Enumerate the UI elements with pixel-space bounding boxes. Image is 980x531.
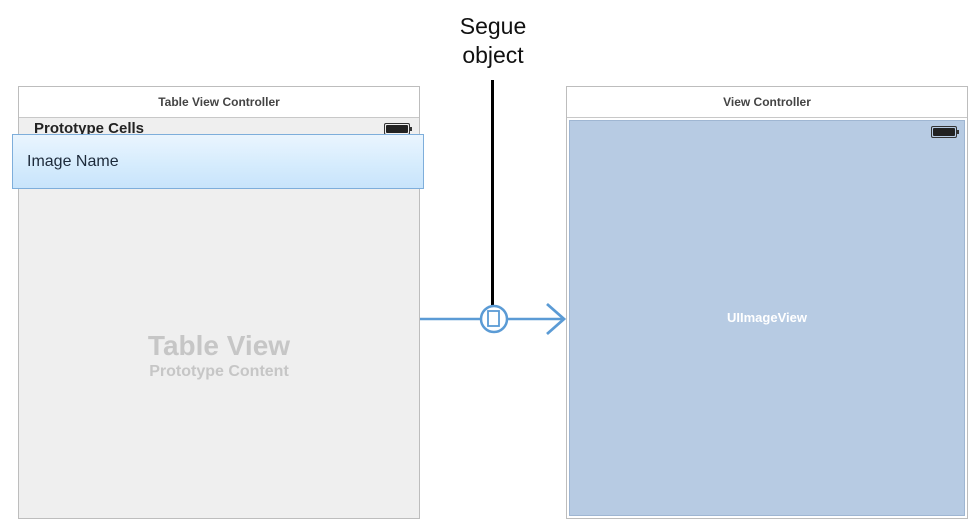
scene-title-view-controller[interactable]: View Controller [567, 87, 967, 118]
callout-line-1: Segue [459, 13, 527, 39]
callout-line-2: object [462, 42, 524, 68]
segue-callout: Segue object [433, 12, 553, 70]
placeholder-title: Table View [147, 330, 291, 361]
arrow-head-icon [546, 302, 567, 336]
view-controller-scene[interactable]: View Controller UIImageView [566, 86, 968, 519]
prototype-cell-image-name[interactable]: Image Name [12, 134, 424, 189]
cell-label: Image Name [27, 152, 119, 170]
scene-title-table-view-controller[interactable]: Table View Controller [19, 87, 419, 118]
image-view[interactable]: UIImageView [569, 120, 965, 516]
segue-connection[interactable] [418, 296, 568, 342]
table-view-placeholder: Table View Prototype Content [19, 330, 419, 382]
callout-pointer-line [491, 80, 494, 305]
image-view-label: UIImageView [727, 310, 807, 325]
segue-icon[interactable] [479, 304, 509, 334]
battery-icon [931, 126, 959, 138]
placeholder-subtitle: Prototype Content [149, 363, 289, 380]
section-header-prototype-cells: Prototype Cells [34, 120, 145, 137]
